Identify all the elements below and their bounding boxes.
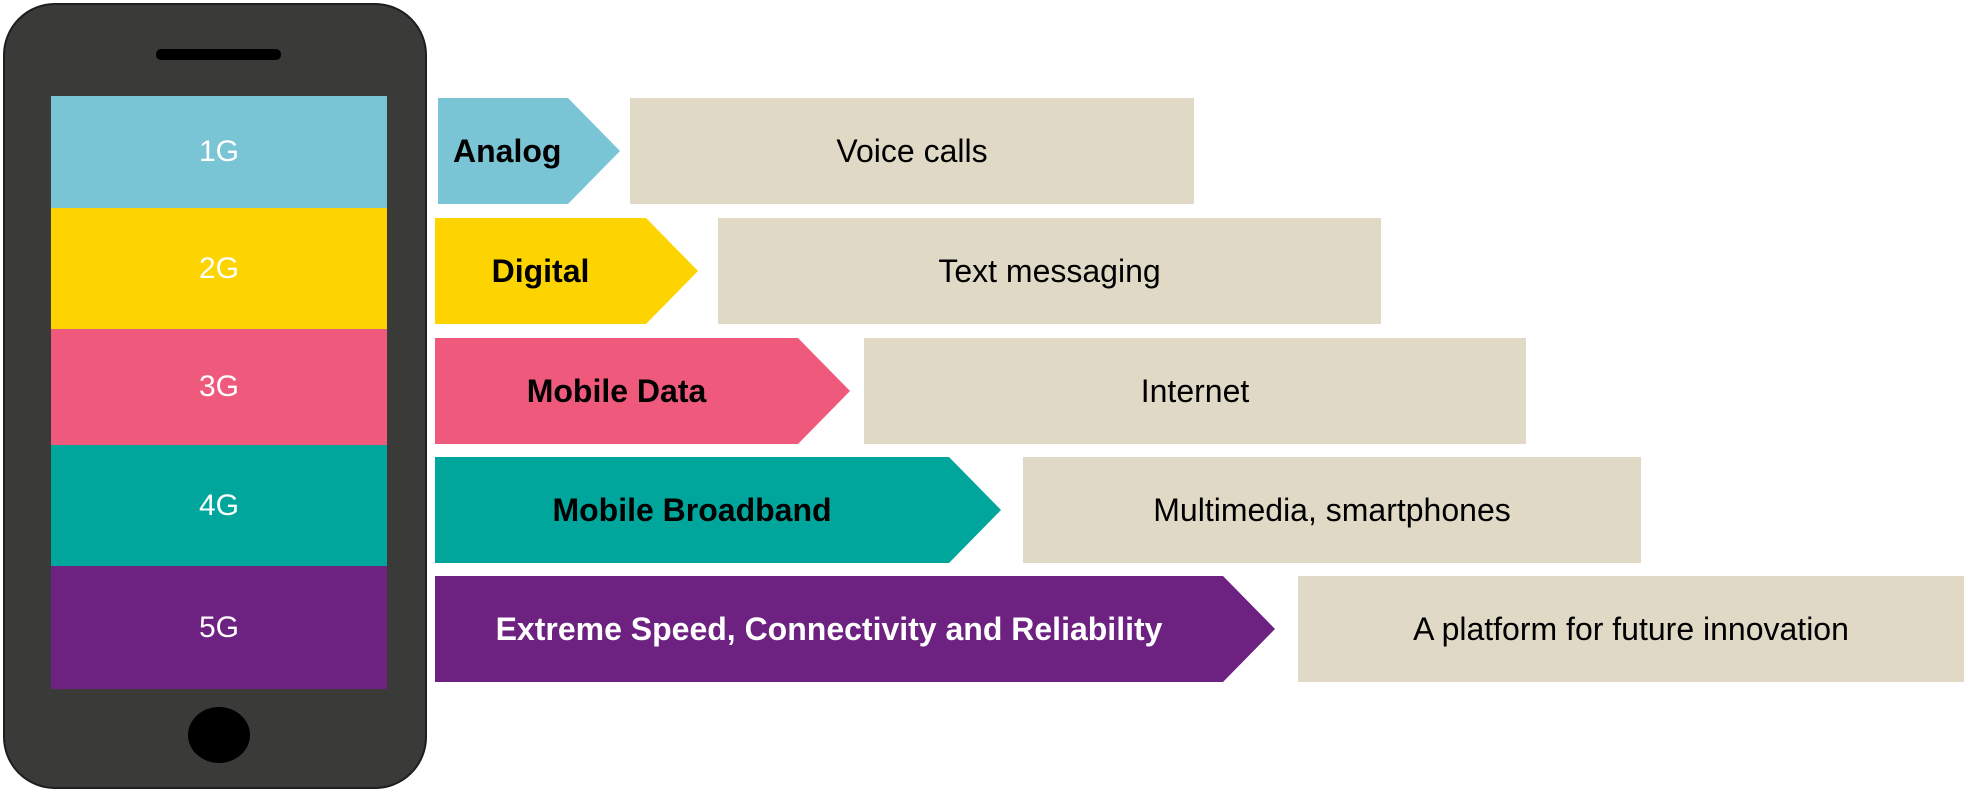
band-label: 5G bbox=[198, 610, 240, 644]
description-text: Multimedia, smartphones bbox=[1153, 491, 1511, 528]
description-text: Voice calls bbox=[836, 132, 988, 169]
arrow-extreme-speed: Extreme Speed, Connectivity and Reliabil… bbox=[435, 576, 1275, 682]
band-label: 3G bbox=[198, 370, 240, 403]
generation-row-1g: Analog Voice calls bbox=[0, 98, 1964, 204]
description-box: Internet bbox=[864, 338, 1526, 444]
description-text: Internet bbox=[1140, 372, 1250, 409]
phone-screen: 1G 2G 3G 4G 5G bbox=[51, 96, 387, 689]
arrow-digital: Digital bbox=[435, 218, 698, 324]
description-text: A platform for future innovation bbox=[1413, 610, 1849, 647]
description-box: Text messaging bbox=[718, 218, 1381, 324]
arrow-label: Mobile Broadband bbox=[552, 491, 832, 528]
description-box: A platform for future innovation bbox=[1298, 576, 1964, 682]
home-button bbox=[188, 707, 250, 763]
description-box: Voice calls bbox=[630, 98, 1194, 204]
description-box: Multimedia, smartphones bbox=[1023, 457, 1641, 563]
description-text: Text messaging bbox=[938, 252, 1161, 289]
arrow-label: Digital bbox=[491, 252, 590, 289]
band-5g: 5G bbox=[51, 566, 387, 689]
band-3g: 3G bbox=[51, 329, 387, 445]
arrow-analog: Analog bbox=[438, 98, 620, 204]
band-1g: 1G bbox=[51, 96, 387, 208]
generation-row-3g: Mobile Data Internet bbox=[0, 338, 1964, 444]
generation-row-5g: Extreme Speed, Connectivity and Reliabil… bbox=[0, 576, 1964, 682]
band-2g: 2G bbox=[51, 208, 387, 329]
arrow-mobile-broadband: Mobile Broadband bbox=[435, 457, 1001, 563]
arrow-label: Mobile Data bbox=[526, 372, 707, 409]
generation-row-4g: Mobile Broadband Multimedia, smartphones bbox=[0, 457, 1964, 563]
band-label: 1G bbox=[198, 135, 240, 168]
band-label: 2G bbox=[198, 251, 240, 285]
band-label: 4G bbox=[198, 488, 240, 522]
band-4g: 4G bbox=[51, 445, 387, 566]
arrow-label: Extreme Speed, Connectivity and Reliabil… bbox=[495, 610, 1163, 647]
arrow-label: Analog bbox=[453, 132, 562, 169]
arrow-mobile-data: Mobile Data bbox=[435, 338, 850, 444]
phone-speaker bbox=[156, 49, 281, 60]
generation-row-2g: Digital Text messaging bbox=[0, 218, 1964, 324]
phone-illustration: 1G 2G 3G 4G 5G bbox=[3, 3, 427, 789]
